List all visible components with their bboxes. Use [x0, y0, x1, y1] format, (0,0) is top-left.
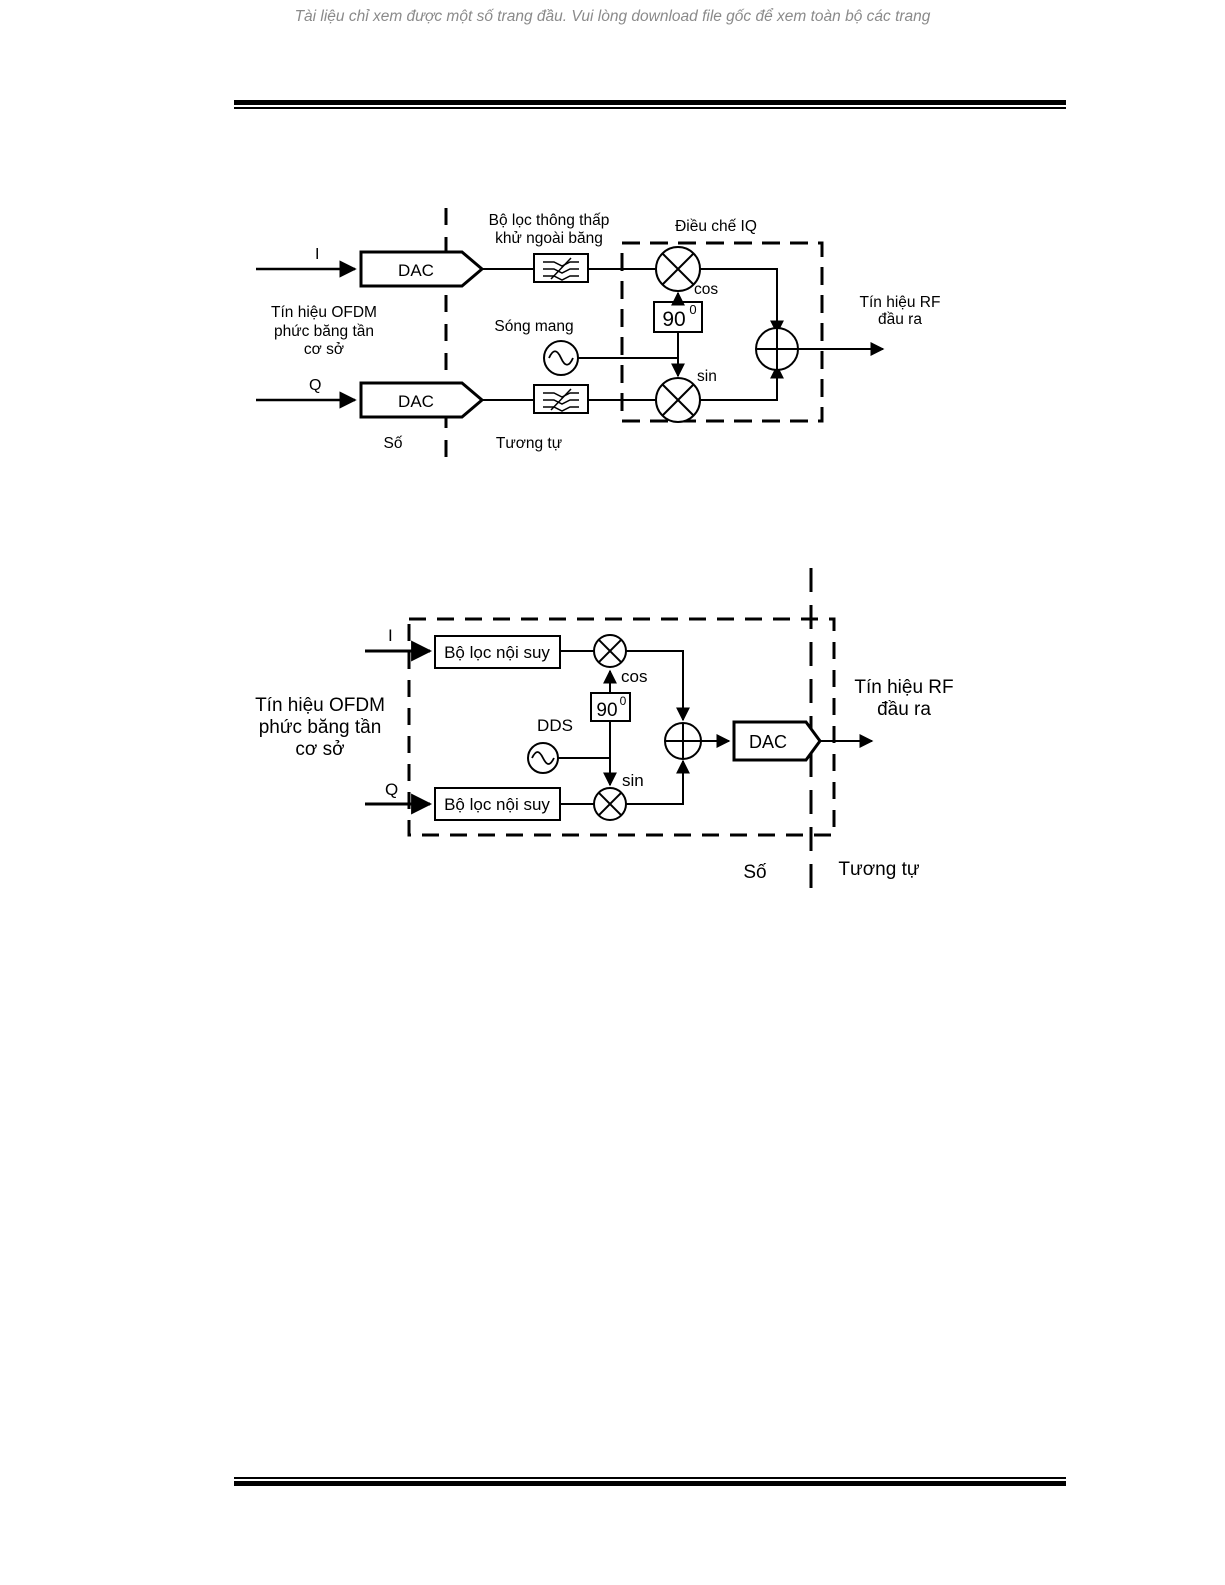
fig2-mixer-q-to-sum: [626, 759, 690, 805]
fig1-carrier-oscillator: [543, 340, 579, 376]
fig1-analog-label: Tương tự: [496, 435, 562, 452]
fig2-mixer-q: [593, 787, 627, 821]
fig1-dac-i-label: DAC: [398, 261, 434, 280]
figure-2-ofdm-digital-iq-transmitter: Bộ lọc nội suy Bộ lọc nội suy 90 0: [255, 568, 954, 890]
fig1-input-q-label: Q: [309, 377, 321, 394]
figure-1-ofdm-analog-iq-transmitter: 90 0 I Q DAC DAC Tín hiệu OFDM phức băng…: [256, 208, 940, 463]
fig1-lowpass-filter-i: [533, 253, 589, 283]
fig2-digital-label: Số: [743, 862, 767, 883]
fig1-input-label-line3: cơ sở: [304, 341, 344, 358]
fig2-phase-degree: 0: [620, 694, 627, 708]
fig1-mixer-q: [655, 377, 701, 423]
fig2-dds-label: DDS: [537, 716, 573, 735]
fig1-dac-i: [359, 250, 485, 288]
fig1-summer: [755, 327, 799, 371]
fig1-phase-degree: 0: [689, 302, 696, 317]
preview-notice: Tài liệu chỉ xem được một số trang đầu. …: [294, 8, 931, 25]
fig2-digital-box: [407, 617, 836, 837]
fig1-input-label-line1: Tín hiệu OFDM: [271, 304, 377, 321]
fig1-dac-q-label: DAC: [398, 392, 434, 411]
fig1-cos-label: cos: [694, 281, 718, 298]
header-rule: [234, 100, 1066, 105]
fig2-output-label-line2: đầu ra: [877, 699, 931, 720]
fig1-mixer-i-to-sum: [700, 268, 784, 335]
fig1-dac-q: [359, 381, 485, 419]
footer-rule: [234, 1481, 1066, 1486]
fig2-interp-filter-q-label: Bộ lọc nội suy: [444, 795, 550, 814]
fig1-filter-label-line2: khử ngoài băng: [495, 230, 603, 247]
fig1-input-i-label: I: [315, 246, 319, 263]
fig2-interp-filter-q: [434, 787, 561, 821]
header-rule-thin: [234, 107, 1066, 109]
fig2-dds-oscillator: [527, 742, 559, 774]
fig2-dac: [732, 720, 822, 762]
fig1-iq-modulator-box: [620, 241, 824, 423]
fig1-digital-label: Số: [384, 435, 403, 452]
footer-rule-thin: [234, 1477, 1066, 1479]
fig2-input-i-label: I: [388, 626, 393, 645]
fig2-output-label-line1: Tín hiệu RF: [854, 677, 953, 698]
fig2-interp-filter-i-label: Bộ lọc nội suy: [444, 643, 550, 662]
fig2-input-label-line2: phức băng tần: [259, 717, 382, 738]
fig1-mixer-q-to-sum: [700, 364, 784, 401]
fig1-output-label-line2: đầu ra: [878, 311, 922, 328]
fig1-phase-shifter: [653, 301, 703, 333]
fig1-phase-value: 90: [662, 308, 685, 331]
fig1-carrier-label: Sóng mang: [494, 318, 573, 335]
fig2-analog-label: Tương tự: [838, 859, 919, 880]
fig2-input-label-line3: cơ sở: [295, 739, 344, 760]
fig1-sin-label: sin: [697, 368, 717, 385]
fig1-output-label-line1: Tín hiệu RF: [860, 294, 941, 311]
fig1-input-label-line2: phức băng tần: [274, 323, 374, 340]
fig2-input-q-label: Q: [385, 780, 398, 799]
fig1-filter-label-line1: Bộ lọc thông thấp: [489, 212, 610, 229]
fig2-phase-shifter: [590, 692, 631, 722]
fig2-sin-label: sin: [622, 771, 644, 790]
fig2-mixer-i: [593, 634, 627, 668]
fig2-phase-value: 90: [596, 700, 617, 721]
fig1-modulator-label: Điều chế IQ: [675, 218, 757, 235]
fig2-cos-label: cos: [621, 667, 647, 686]
fig2-summer: [664, 722, 702, 760]
fig2-input-label-line1: Tín hiệu OFDM: [255, 695, 385, 716]
fig2-mixer-i-to-sum: [626, 650, 690, 722]
fig1-lowpass-filter-q: [533, 384, 589, 414]
fig2-dac-label: DAC: [749, 732, 787, 752]
